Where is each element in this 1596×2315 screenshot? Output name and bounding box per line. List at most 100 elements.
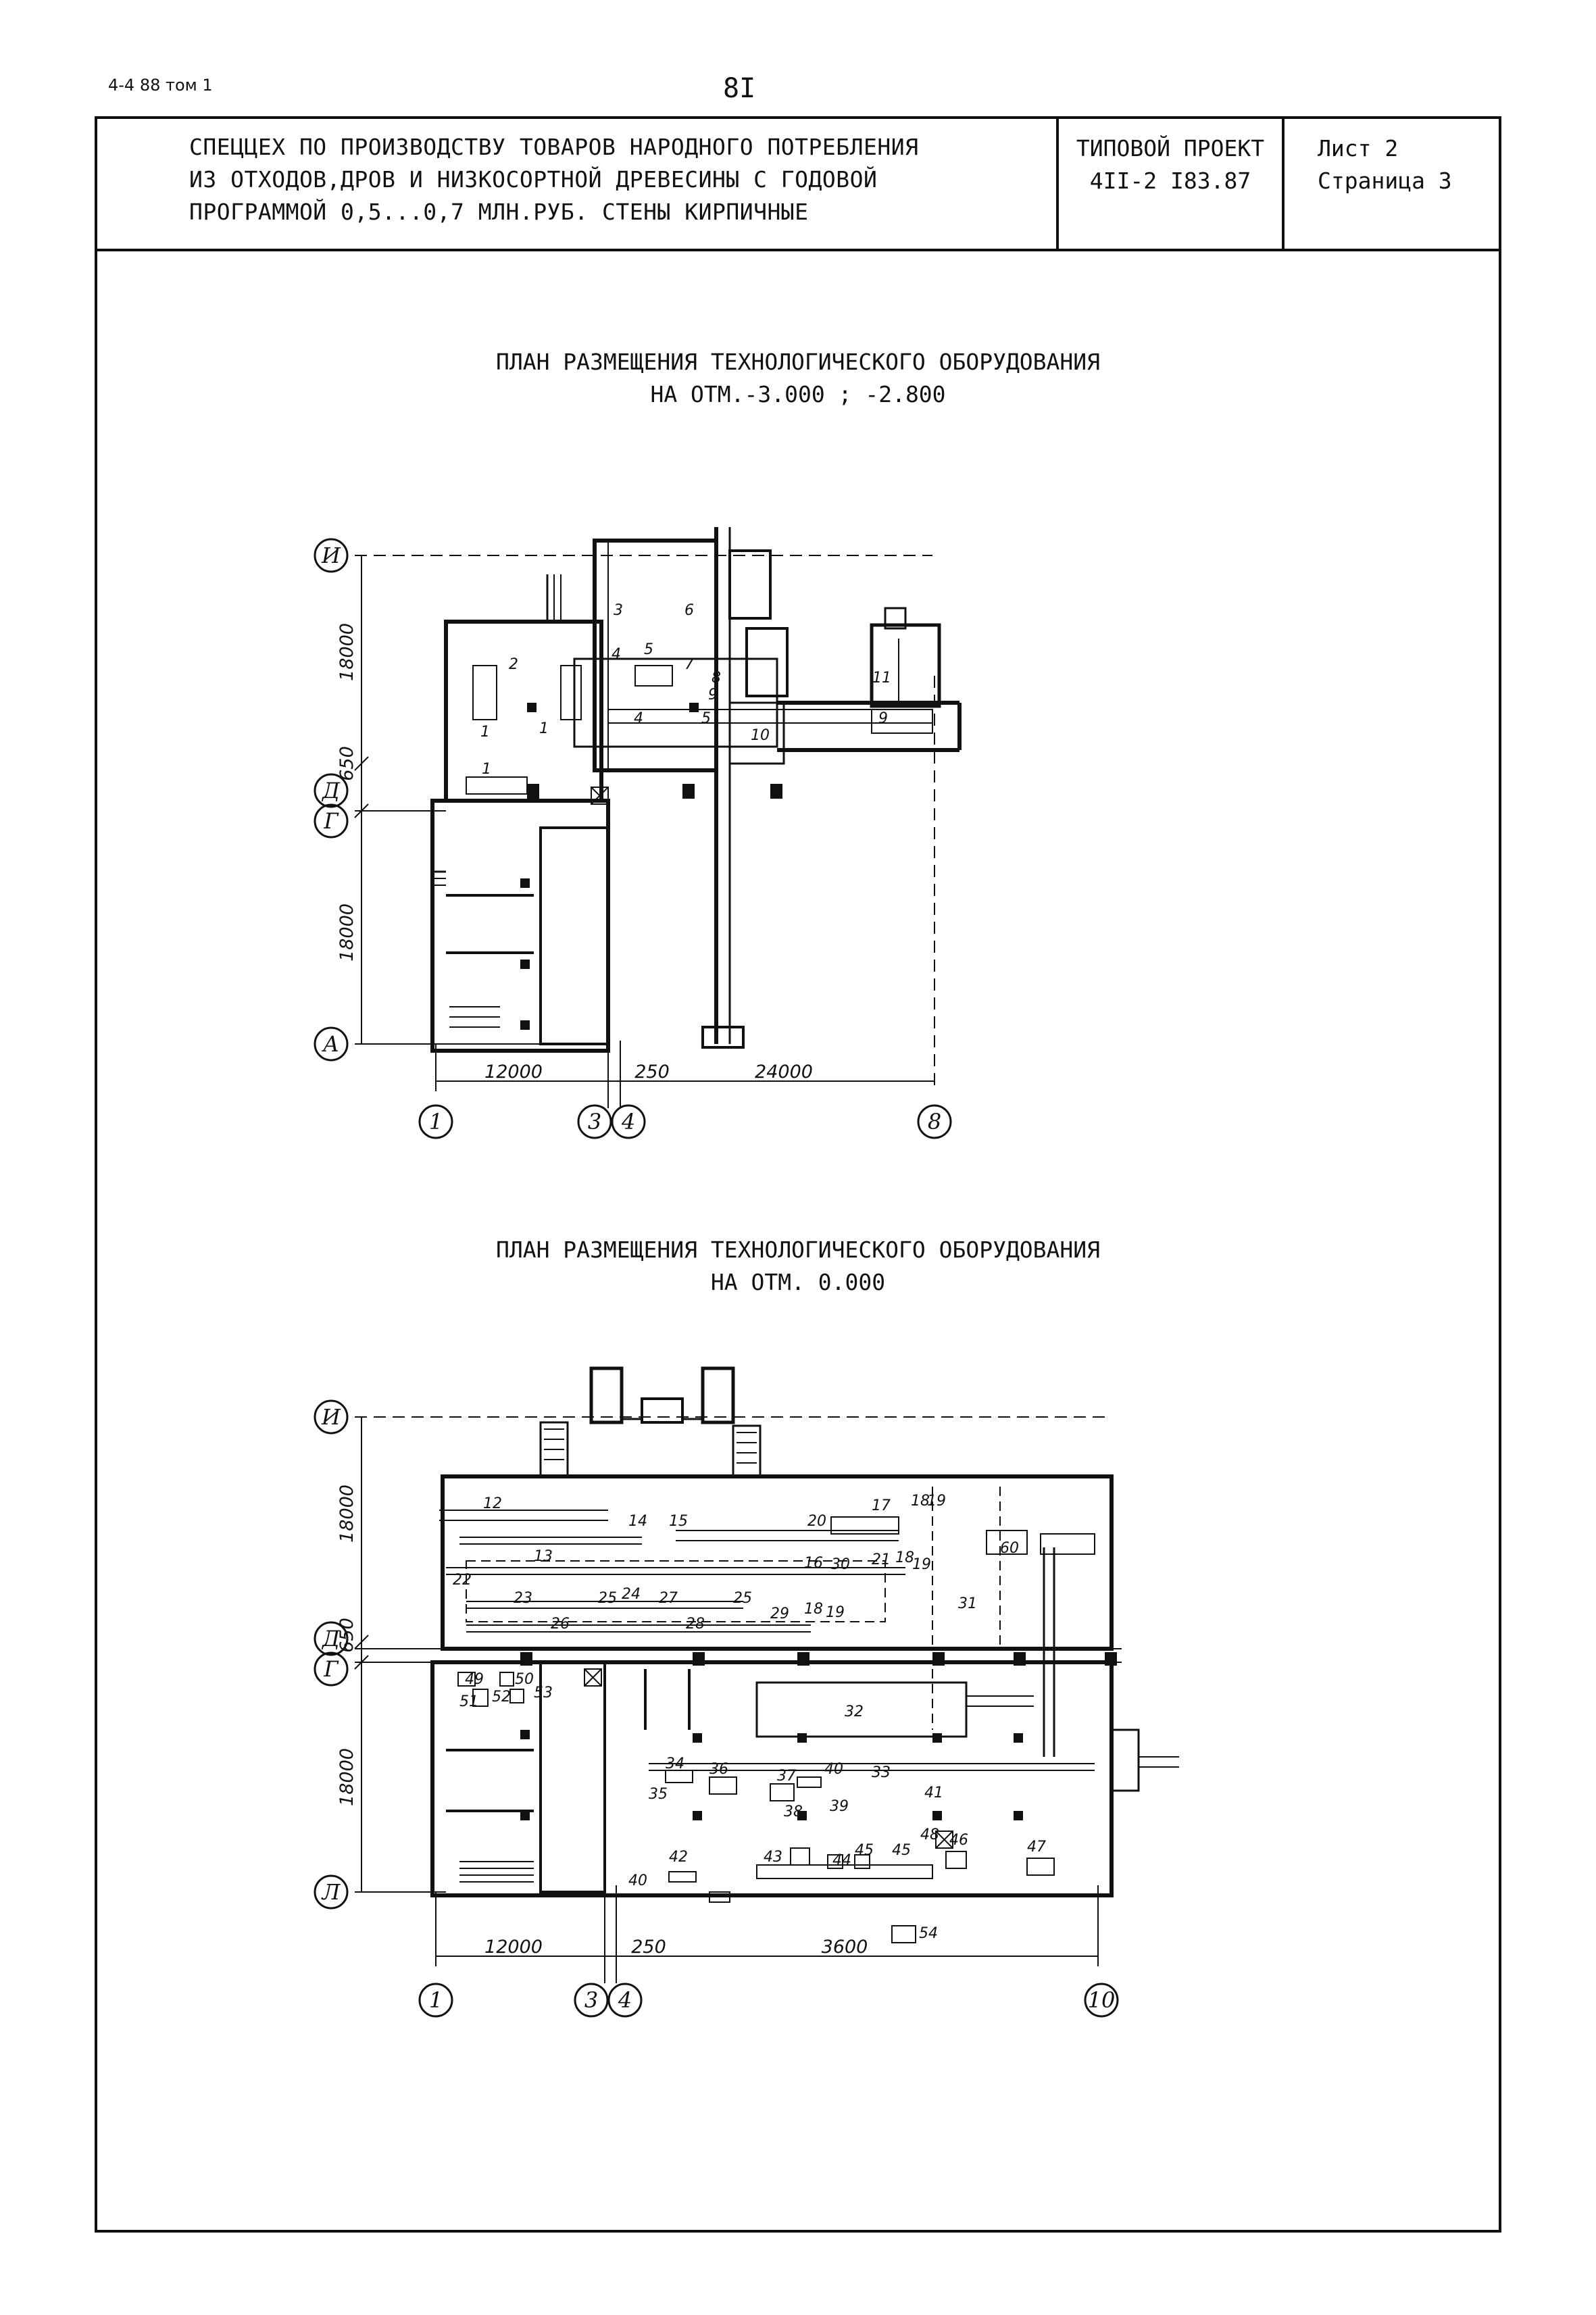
plan1-dim-horizontal: 24000 [755, 1062, 813, 1082]
plan1-dim-vertical: 18000 [336, 903, 357, 962]
equipment-label: 18 [911, 1493, 930, 1510]
drawing-frame [95, 116, 1501, 2233]
equipment-label: 50 [515, 1671, 534, 1688]
plan2-drawing [354, 1366, 1179, 1983]
equipment-label: 33 [872, 1764, 891, 1781]
equipment-label: 34 [666, 1756, 684, 1772]
plan1-axis-row-label: И [321, 543, 341, 568]
document-reference: 4-4 88 том 1 [108, 76, 213, 95]
equipment-label: 9 [878, 710, 888, 727]
equipment-label: 39 [830, 1798, 849, 1815]
plan1-axis-row-label: Г [323, 808, 339, 834]
equipment-label: 17 [872, 1497, 891, 1514]
equipment-label: 25 [598, 1590, 617, 1607]
plan2-title-line: ПЛАН РАЗМЕЩЕНИЯ ТЕХНОЛОГИЧЕСКОГО ОБОРУДО… [495, 1237, 1101, 1263]
equipment-label: 35 [649, 1786, 668, 1803]
project-title: СПЕЦЦЕХ ПО ПРОИЗВОДСТВУ ТОВАРОВ НАРОДНОГ… [189, 131, 1034, 228]
title-block-divider [1282, 116, 1285, 251]
equipment-label: 8 [712, 670, 721, 687]
equipment-label: 48 [920, 1826, 939, 1843]
plan1-axis-col-label: 8 [928, 1109, 941, 1135]
equipment-label: 49 [465, 1671, 484, 1688]
equipment-label: 5 [701, 710, 711, 727]
plan2-axis-row-label: Д [321, 1626, 341, 1651]
title-block-divider [1056, 116, 1059, 251]
equipment-label: 28 [686, 1616, 705, 1633]
equipment-label: 16 [804, 1555, 823, 1572]
equipment-label: 45 [855, 1842, 874, 1859]
sheet-number: Лист 2 [1318, 135, 1399, 161]
plan1-title-line: НА ОТМ.-3.000 ; -2.800 [650, 381, 946, 407]
plan1-axis-col-label: 1 [429, 1109, 443, 1135]
equipment-label: 23 [514, 1590, 532, 1607]
equipment-label: 29 [770, 1605, 789, 1622]
equipment-label: 11 [872, 670, 891, 687]
equipment-label: 1 [482, 761, 491, 778]
equipment-label: 30 [831, 1556, 850, 1573]
equipment-label: 54 [919, 1925, 938, 1942]
plan2-dim-vertical: 18000 [336, 1485, 357, 1543]
equipment-label: 43 [764, 1849, 782, 1866]
project-code-line: ТИПОВОЙ ПРОЕКТ [1076, 135, 1265, 161]
plan2-dim-horizontal: 3600 [822, 1937, 868, 1958]
equipment-label: 6 [684, 602, 694, 619]
plan1-axis-row-label: Д [321, 778, 341, 803]
plan1-dim-vertical: 18000 [336, 623, 357, 681]
plan2-title-line: НА ОТМ. 0.000 [710, 1269, 886, 1295]
title-block [95, 116, 1501, 251]
plan1-dim-vertical: 650 [336, 746, 357, 781]
project-code-line: 4II-2 I83.87 [1089, 168, 1251, 194]
plan2-axis-row-label: Г [323, 1656, 339, 1682]
equipment-label: 1 [539, 720, 549, 737]
equipment-label: 26 [551, 1616, 570, 1633]
plan1-axis-col-label: 4 [621, 1109, 635, 1135]
equipment-label: 22 [453, 1572, 472, 1589]
equipment-label: 5 [644, 641, 653, 658]
plan1-axis-row-label: А [322, 1031, 339, 1057]
plan2-dim-horizontal: 12000 [484, 1937, 543, 1958]
equipment-label: 10 [751, 727, 770, 744]
equipment-label: 1 [480, 724, 490, 741]
equipment-label: 12 [483, 1495, 502, 1512]
equipment-label: 53 [534, 1685, 553, 1701]
equipment-label: 27 [659, 1590, 678, 1607]
project-code: ТИПОВОЙ ПРОЕКТ 4II-2 I83.87 [1059, 132, 1282, 197]
equipment-label: 40 [628, 1872, 647, 1889]
plan2-axis-col-label: 3 [584, 1987, 598, 2013]
plan2-axis-col-label: 1 [429, 1987, 443, 2013]
equipment-label: 37 [777, 1768, 796, 1785]
page-number: 8I [723, 73, 756, 104]
equipment-label: 52 [492, 1689, 511, 1706]
plan2-dim-vertical: 18000 [336, 1748, 357, 1806]
plan2-dim-horizontal: 250 [631, 1937, 666, 1958]
equipment-label: 36 [709, 1761, 728, 1778]
plan2-axis-col-label: 4 [618, 1987, 632, 2013]
equipment-label: 19 [912, 1556, 931, 1573]
equipment-label: 19 [927, 1493, 946, 1510]
equipment-label: 4 [634, 710, 643, 727]
equipment-label: 41 [924, 1785, 943, 1801]
equipment-label: 7 [684, 656, 694, 673]
equipment-label: 18 [804, 1601, 823, 1618]
equipment-label: 40 [824, 1761, 843, 1778]
equipment-label: 9 [708, 687, 718, 703]
plan2-axis-col-label: 10 [1088, 1987, 1116, 2013]
plan2-dim-vertical: 650 [336, 1618, 357, 1653]
equipment-label: 45 [892, 1842, 911, 1859]
project-title-line: СПЕЦЦЕХ ПО ПРОИЗВОДСТВУ ТОВАРОВ НАРОДНОГ… [189, 134, 919, 160]
equipment-label: 31 [958, 1595, 977, 1612]
project-title-line: ПРОГРАММОЙ 0,5...0,7 МЛН.РУБ. СТЕНЫ КИРП… [189, 199, 809, 225]
equipment-label: 20 [807, 1513, 826, 1530]
equipment-label: 2 [509, 656, 518, 673]
equipment-label: 24 [622, 1586, 641, 1603]
plan1-title-line: ПЛАН РАЗМЕЩЕНИЯ ТЕХНОЛОГИЧЕСКОГО ОБОРУДО… [495, 349, 1101, 375]
plan1-dim-horizontal: 250 [634, 1062, 670, 1082]
plan1-dim-horizontal: 12000 [484, 1062, 543, 1082]
equipment-label: 25 [733, 1590, 752, 1607]
equipment-label: 4 [612, 646, 621, 663]
project-title-line: ИЗ ОТХОДОВ,ДРОВ И НИЗКОСОРТНОЙ ДРЕВЕСИНЫ… [189, 166, 878, 193]
equipment-label: 14 [628, 1513, 647, 1530]
plan1-axis-col-label: 3 [588, 1109, 601, 1135]
equipment-label: 47 [1027, 1839, 1046, 1856]
